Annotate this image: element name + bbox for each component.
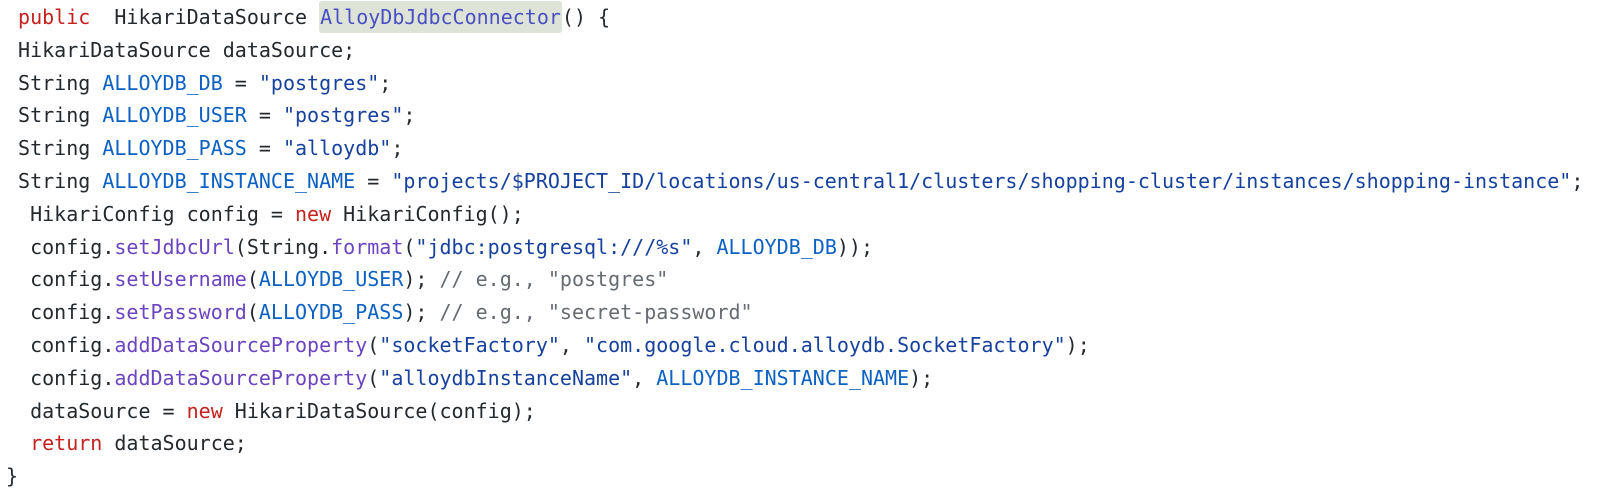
code-line: return dataSource;: [6, 427, 1600, 460]
code-token: ALLOYDB_DB: [102, 70, 223, 95]
code-token: String: [6, 168, 103, 193]
code-line: dataSource = new HikariDataSource(config…: [6, 395, 1600, 428]
code-token: [6, 5, 18, 29]
code-token: ;: [391, 136, 404, 161]
code-token: }: [6, 464, 19, 489]
code-token: =: [246, 136, 283, 161]
code-token: addDataSourceProperty: [114, 332, 368, 357]
code-token: ALLOYDB_PASS: [102, 136, 247, 161]
code-token: HikariDataSource: [90, 5, 320, 29]
code-line: String ALLOYDB_DB = "postgres";: [6, 67, 1600, 100]
code-token: HikariConfig();: [331, 201, 524, 226]
code-line: }: [6, 460, 1600, 493]
code-token: ));: [836, 234, 874, 259]
code-token: HikariDataSource dataSource;: [6, 37, 356, 62]
code-token: );: [403, 300, 440, 325]
code-line: config.setPassword(ALLOYDB_PASS); // e.g…: [6, 296, 1600, 329]
code-token: "com.google.cloud.alloydb.SocketFactory": [584, 332, 1066, 357]
code-token: "alloydb": [282, 136, 392, 161]
code-token: );: [1065, 332, 1090, 357]
code-token: // e.g., "postgres": [439, 267, 669, 292]
code-token: );: [403, 267, 440, 292]
code-token: "postgres": [282, 103, 404, 128]
code-token: (String.: [234, 234, 332, 259]
code-token: "socketFactory": [379, 332, 560, 357]
code-line: String ALLOYDB_USER = "postgres";: [6, 99, 1600, 132]
code-token: // e.g., "secret-password": [439, 300, 753, 325]
code-token: ALLOYDB_PASS: [258, 300, 404, 325]
code-token: );: [909, 365, 934, 390]
code-line: public HikariDataSource AlloyDbJdbcConne…: [6, 1, 1600, 34]
code-token: [6, 431, 30, 455]
code-line: String ALLOYDB_PASS = "alloydb";: [6, 132, 1600, 165]
code-token: config.: [6, 267, 115, 292]
code-token: config.: [6, 332, 115, 357]
code-line: HikariConfig config = new HikariConfig()…: [6, 198, 1600, 231]
code-token: ,: [692, 234, 717, 259]
code-token: setUsername: [114, 267, 247, 292]
code-token: =: [246, 103, 283, 128]
code-token: dataSource;: [102, 431, 247, 456]
code-token: setJdbcUrl: [114, 234, 235, 259]
code-token: (: [246, 300, 259, 325]
code-token: config.: [6, 300, 115, 325]
code-token: =: [222, 70, 259, 95]
code-token: String: [6, 136, 103, 161]
code-token: "postgres": [258, 70, 380, 95]
code-token: ;: [379, 70, 392, 95]
code-token: (: [367, 332, 380, 357]
code-token: format: [331, 234, 404, 259]
code-token: String: [6, 70, 103, 95]
code-token: ;: [1571, 168, 1584, 193]
code-token: (: [246, 267, 259, 292]
code-token: "projects/$PROJECT_ID/locations/us-centr…: [391, 168, 1572, 193]
code-token: (: [367, 365, 380, 390]
code-token: new: [294, 201, 332, 226]
code-token: dataSource =: [6, 398, 187, 423]
code-token: ALLOYDB_DB: [716, 234, 837, 259]
code-token: =: [355, 168, 392, 193]
code-line: config.addDataSourceProperty("socketFact…: [6, 329, 1600, 362]
code-token: ;: [403, 103, 416, 128]
code-token: String: [6, 103, 103, 128]
code-token: setPassword: [114, 300, 247, 325]
code-token: (: [403, 234, 416, 259]
code-line: config.addDataSourceProperty("alloydbIns…: [6, 362, 1600, 395]
code-token: "alloydbInstanceName": [379, 365, 633, 390]
code-line: String ALLOYDB_INSTANCE_NAME = "projects…: [6, 165, 1600, 198]
code-token: ALLOYDB_USER: [258, 267, 404, 292]
highlighted-code-token: AlloyDbJdbcConnector: [319, 1, 562, 33]
code-token: config.: [6, 234, 115, 259]
code-token: ALLOYDB_USER: [102, 103, 247, 128]
code-token: addDataSourceProperty: [114, 365, 368, 390]
code-token: return: [30, 431, 103, 456]
code-token: config.: [6, 365, 115, 390]
code-token: HikariConfig config =: [6, 201, 295, 226]
code-token: new: [186, 398, 223, 423]
code-line: config.setUsername(ALLOYDB_USER); // e.g…: [6, 263, 1600, 296]
code-token: ALLOYDB_INSTANCE_NAME: [656, 365, 910, 390]
code-token: ,: [632, 365, 657, 390]
code-token: ,: [559, 332, 585, 357]
code-token: HikariDataSource(config);: [222, 398, 536, 423]
code-token: ALLOYDB_INSTANCE_NAME: [102, 168, 356, 193]
code-line: HikariDataSource dataSource;: [6, 34, 1600, 67]
code-token: public: [18, 5, 91, 29]
code-line: config.setJdbcUrl(String.format("jdbc:po…: [6, 231, 1600, 264]
code-token: "jdbc:postgresql:///%s": [415, 234, 693, 259]
code-token: () {: [561, 5, 611, 29]
